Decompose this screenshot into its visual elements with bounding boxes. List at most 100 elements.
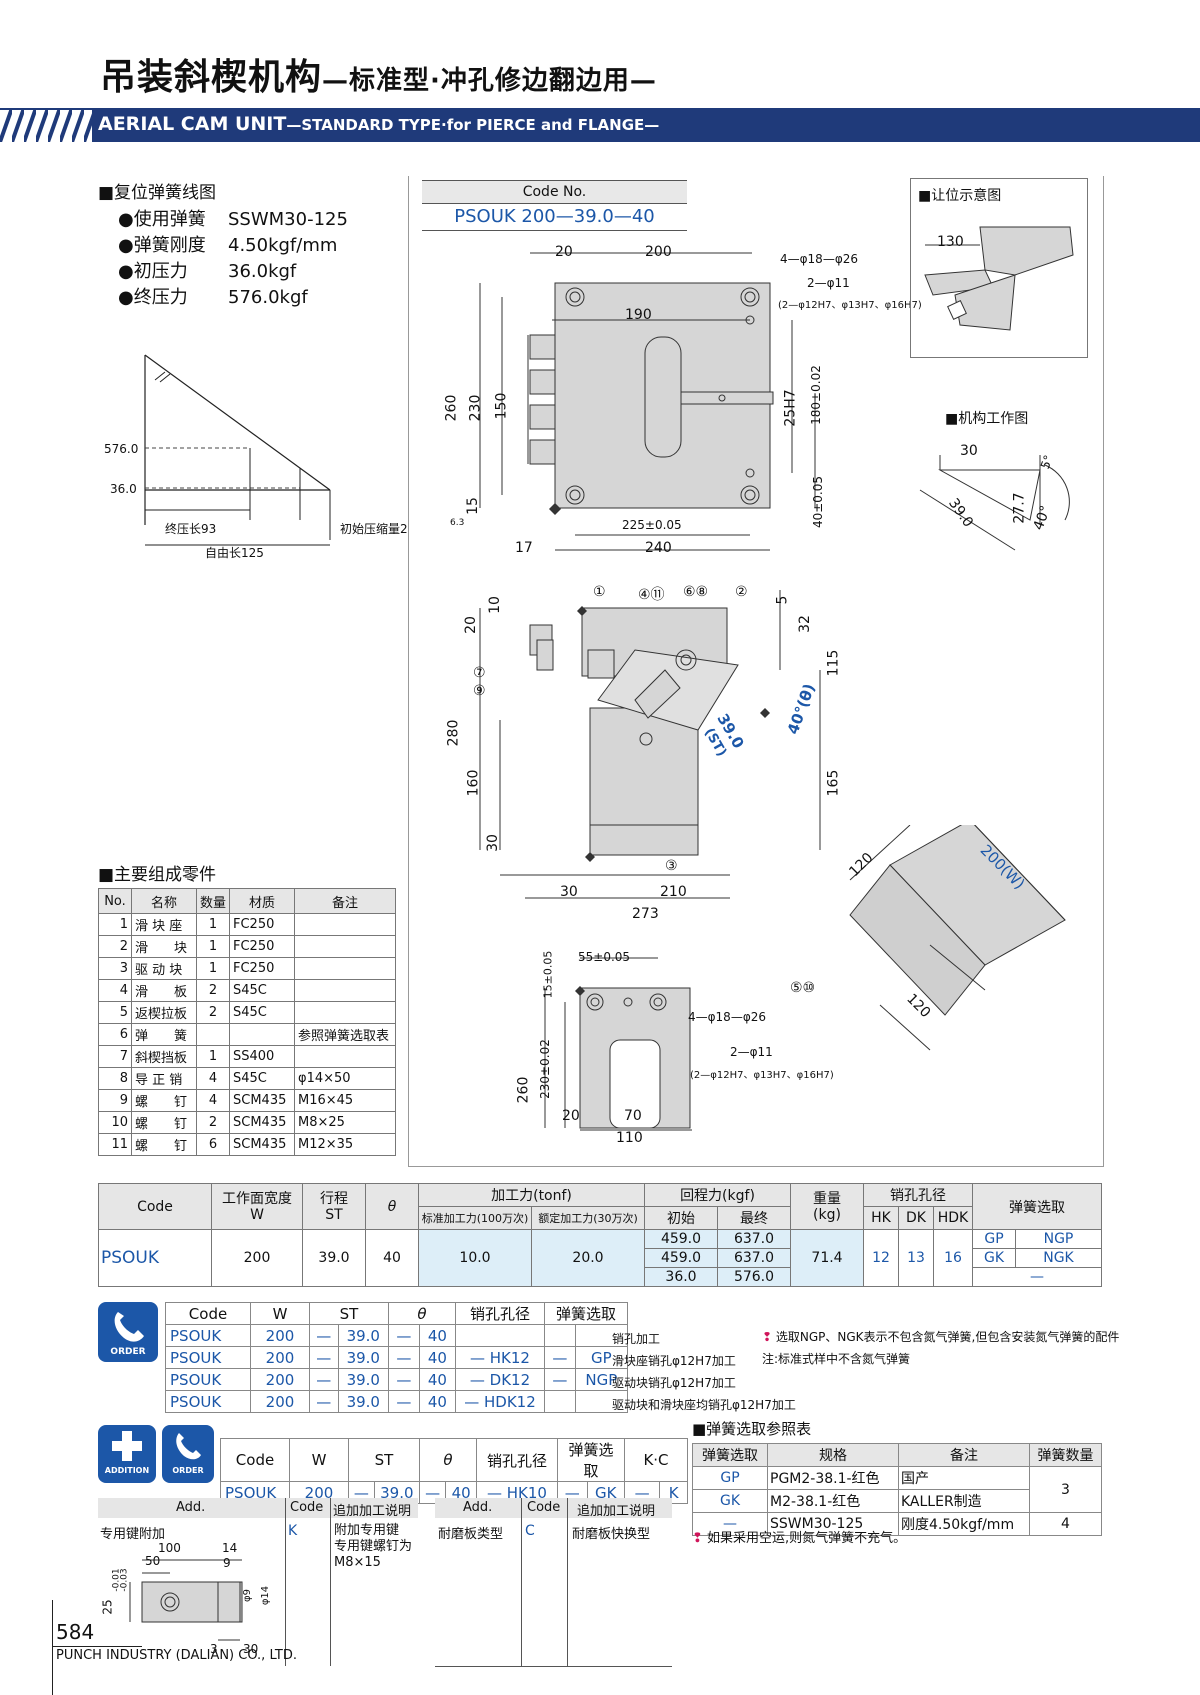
graph-label-free: 自由长125: [205, 546, 264, 560]
top-dim-240: 240: [645, 540, 672, 556]
warning-icon: ❢: [762, 1330, 773, 1344]
side-dim-30h: 30: [560, 884, 578, 900]
top-dim-200: 200: [645, 244, 672, 260]
table-row: GK M2-38.1-红色 KALLER制造: [692, 1489, 1102, 1513]
top-holes-1: 4—φ18—φ26: [780, 252, 859, 266]
title-sub: —标准型·冲孔修边翻边用—: [322, 66, 657, 96]
front-view-drawing: [544, 957, 692, 1131]
graph-y-lower: 36.0: [110, 482, 137, 496]
title-main: 吊装斜楔机构: [100, 57, 323, 98]
side-dim-32: 32: [796, 615, 813, 633]
top-holes-2: 2—φ11: [807, 276, 850, 290]
callout-6-8: ⑥⑧: [683, 584, 709, 600]
top-holes-2-note: (2—φ12H7、φ13H7、φ16H7): [778, 300, 922, 311]
work-dim-30: 30: [960, 443, 978, 459]
add-k-code: K: [288, 1523, 298, 1539]
table-row: GP PGM2-38.1-红色 国产 3: [692, 1466, 1102, 1513]
side-view-drawing: [479, 590, 821, 899]
callout-4-11: ④⑪: [638, 587, 665, 603]
key-dim-phi9: φ9: [241, 1589, 253, 1602]
callout-7: ⑦: [473, 665, 486, 681]
side-dim-160: 160: [465, 769, 482, 797]
key-dim-phi14: φ14: [260, 1585, 272, 1606]
top-dim-260: 260: [443, 394, 460, 422]
top-dim-225: 225±0.05: [622, 518, 682, 532]
page-number: 584: [56, 1620, 95, 1644]
key-dim-50: 50: [145, 1554, 161, 1568]
callout-1: ①: [593, 584, 606, 600]
side-dim-273: 273: [632, 906, 659, 922]
order-notes: 销孔加工 滑块座销孔φ12H7加工 驱动块销孔φ12H7加工 驱动块和滑块座均销…: [612, 1332, 796, 1412]
front-dim-55: 55±0.05: [578, 950, 631, 964]
top-dim-150: 150: [493, 392, 510, 420]
header-band: [0, 108, 1200, 142]
iso-view-drawing: [849, 825, 1066, 1051]
spring-graph: [144, 354, 331, 546]
th-pin: 销孔孔径: [863, 1183, 973, 1207]
front-dim-230: 230±0.02: [537, 1039, 552, 1099]
key-drawing: [129, 1559, 243, 1641]
footer-rule: [52, 1600, 53, 1695]
parts-heading: ■主要组成零件: [98, 865, 217, 885]
th-theta: θ: [365, 1183, 419, 1230]
spring-table-heading: ■弹簧选取参照表: [692, 1420, 812, 1438]
th-spring: 弹簧选取: [972, 1183, 1102, 1230]
top-dim-25h7: 25H7: [782, 389, 799, 427]
callout-3: ③: [665, 858, 678, 874]
work-heading: ■机构工作图: [945, 411, 1029, 427]
key-dim-25: 25: [100, 1599, 115, 1615]
code-no-box: Code No. PSOUK 200—39.0—40: [422, 180, 687, 231]
top-dim-190: 190: [625, 307, 652, 323]
th-weight: 重量(kg): [790, 1183, 864, 1230]
row-code: PSOUK: [98, 1229, 212, 1287]
graph-label-initial: 初始压缩量2: [340, 522, 408, 536]
clearance-drawing: [924, 226, 1074, 331]
key-dim-30: 30: [243, 1642, 259, 1656]
key-dim-14: 14: [222, 1541, 238, 1555]
th-force: 加工力(tonf): [418, 1183, 645, 1207]
parts-header-row: No. 名称 数量 材质 备注: [98, 888, 396, 914]
key-dim-3: 3: [210, 1642, 218, 1656]
spring-table-note: ❢ 如果采用空运,则氮气弹簧不充气。: [692, 1531, 907, 1546]
add-c-name: 耐磨板类型: [438, 1527, 504, 1542]
side-dim-210: 210: [660, 884, 687, 900]
addition-order-icon: ORDER: [162, 1425, 214, 1483]
add-k-name: 专用键附加: [100, 1527, 166, 1542]
top-dim-230: 230: [467, 394, 484, 422]
order-icon: ORDER: [98, 1302, 158, 1362]
top-dim-20: 20: [555, 244, 573, 260]
code-no-label: Code No.: [422, 180, 687, 204]
warning-icon: ❢: [692, 1531, 703, 1546]
graph-label-final: 终压长93: [165, 522, 217, 536]
side-dim-5: 5: [774, 595, 791, 605]
work-dim-277: 27.7: [1011, 492, 1028, 524]
front-dim-20: 20: [562, 1108, 580, 1124]
add-c-code: C: [525, 1523, 535, 1539]
side-dim-165: 165: [825, 769, 842, 797]
side-dim-10: 10: [486, 596, 503, 614]
order-std-note: 注:标准式样中不含氮气弹簧: [762, 1352, 911, 1366]
top-rough-63: 6.3: [450, 518, 465, 528]
add-c-desc: 耐磨板快换型: [572, 1527, 651, 1542]
top-dim-40: 40±0.05: [811, 475, 826, 529]
callout-9: ⑨: [473, 683, 486, 699]
key-dim-9: 9: [223, 1556, 231, 1570]
